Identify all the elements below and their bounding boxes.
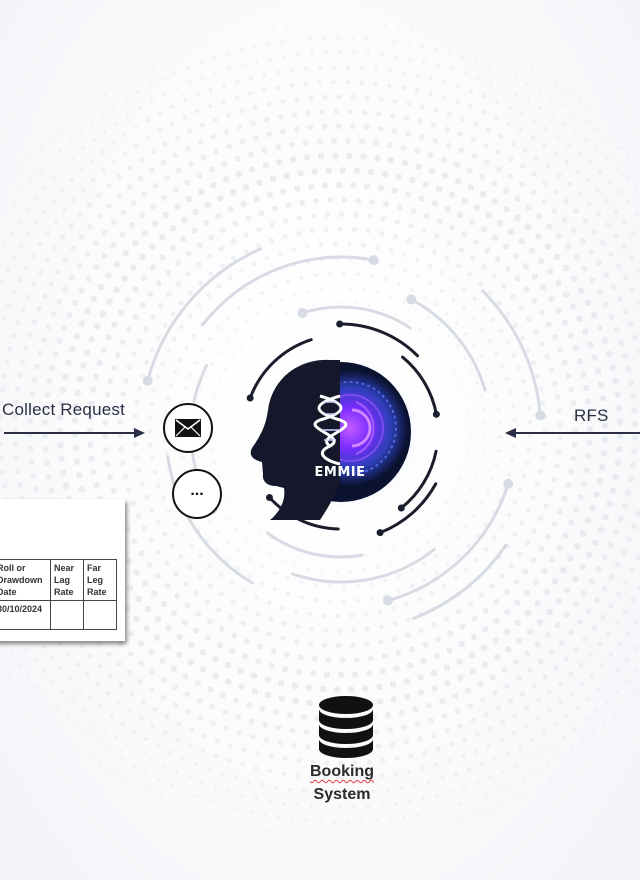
email-channel-button[interactable] (163, 403, 213, 453)
ai-head-icon (250, 359, 340, 520)
database-icon (319, 696, 373, 758)
collect-request-arrow (4, 428, 145, 438)
cell-date: 30/10/2024 (0, 600, 51, 630)
dna-helix-icon (313, 394, 348, 466)
cell-near-rate (50, 600, 84, 630)
emmie-label: EMMIE (314, 465, 366, 480)
booking-system-label: Booking System (282, 760, 402, 806)
cell-far-rate (83, 600, 117, 630)
rfs-arrow (505, 428, 640, 438)
chat-ellipsis: ... (190, 482, 204, 499)
booking-word: Booking (310, 763, 374, 780)
system-word: System (313, 786, 371, 803)
table-row: 30/10/2024 (0, 600, 117, 630)
envelope-icon (175, 419, 201, 437)
chat-channel-button[interactable]: ... (172, 469, 222, 519)
rfs-label: RFS (574, 406, 609, 425)
collect-request-label: Collect Request (2, 400, 126, 419)
